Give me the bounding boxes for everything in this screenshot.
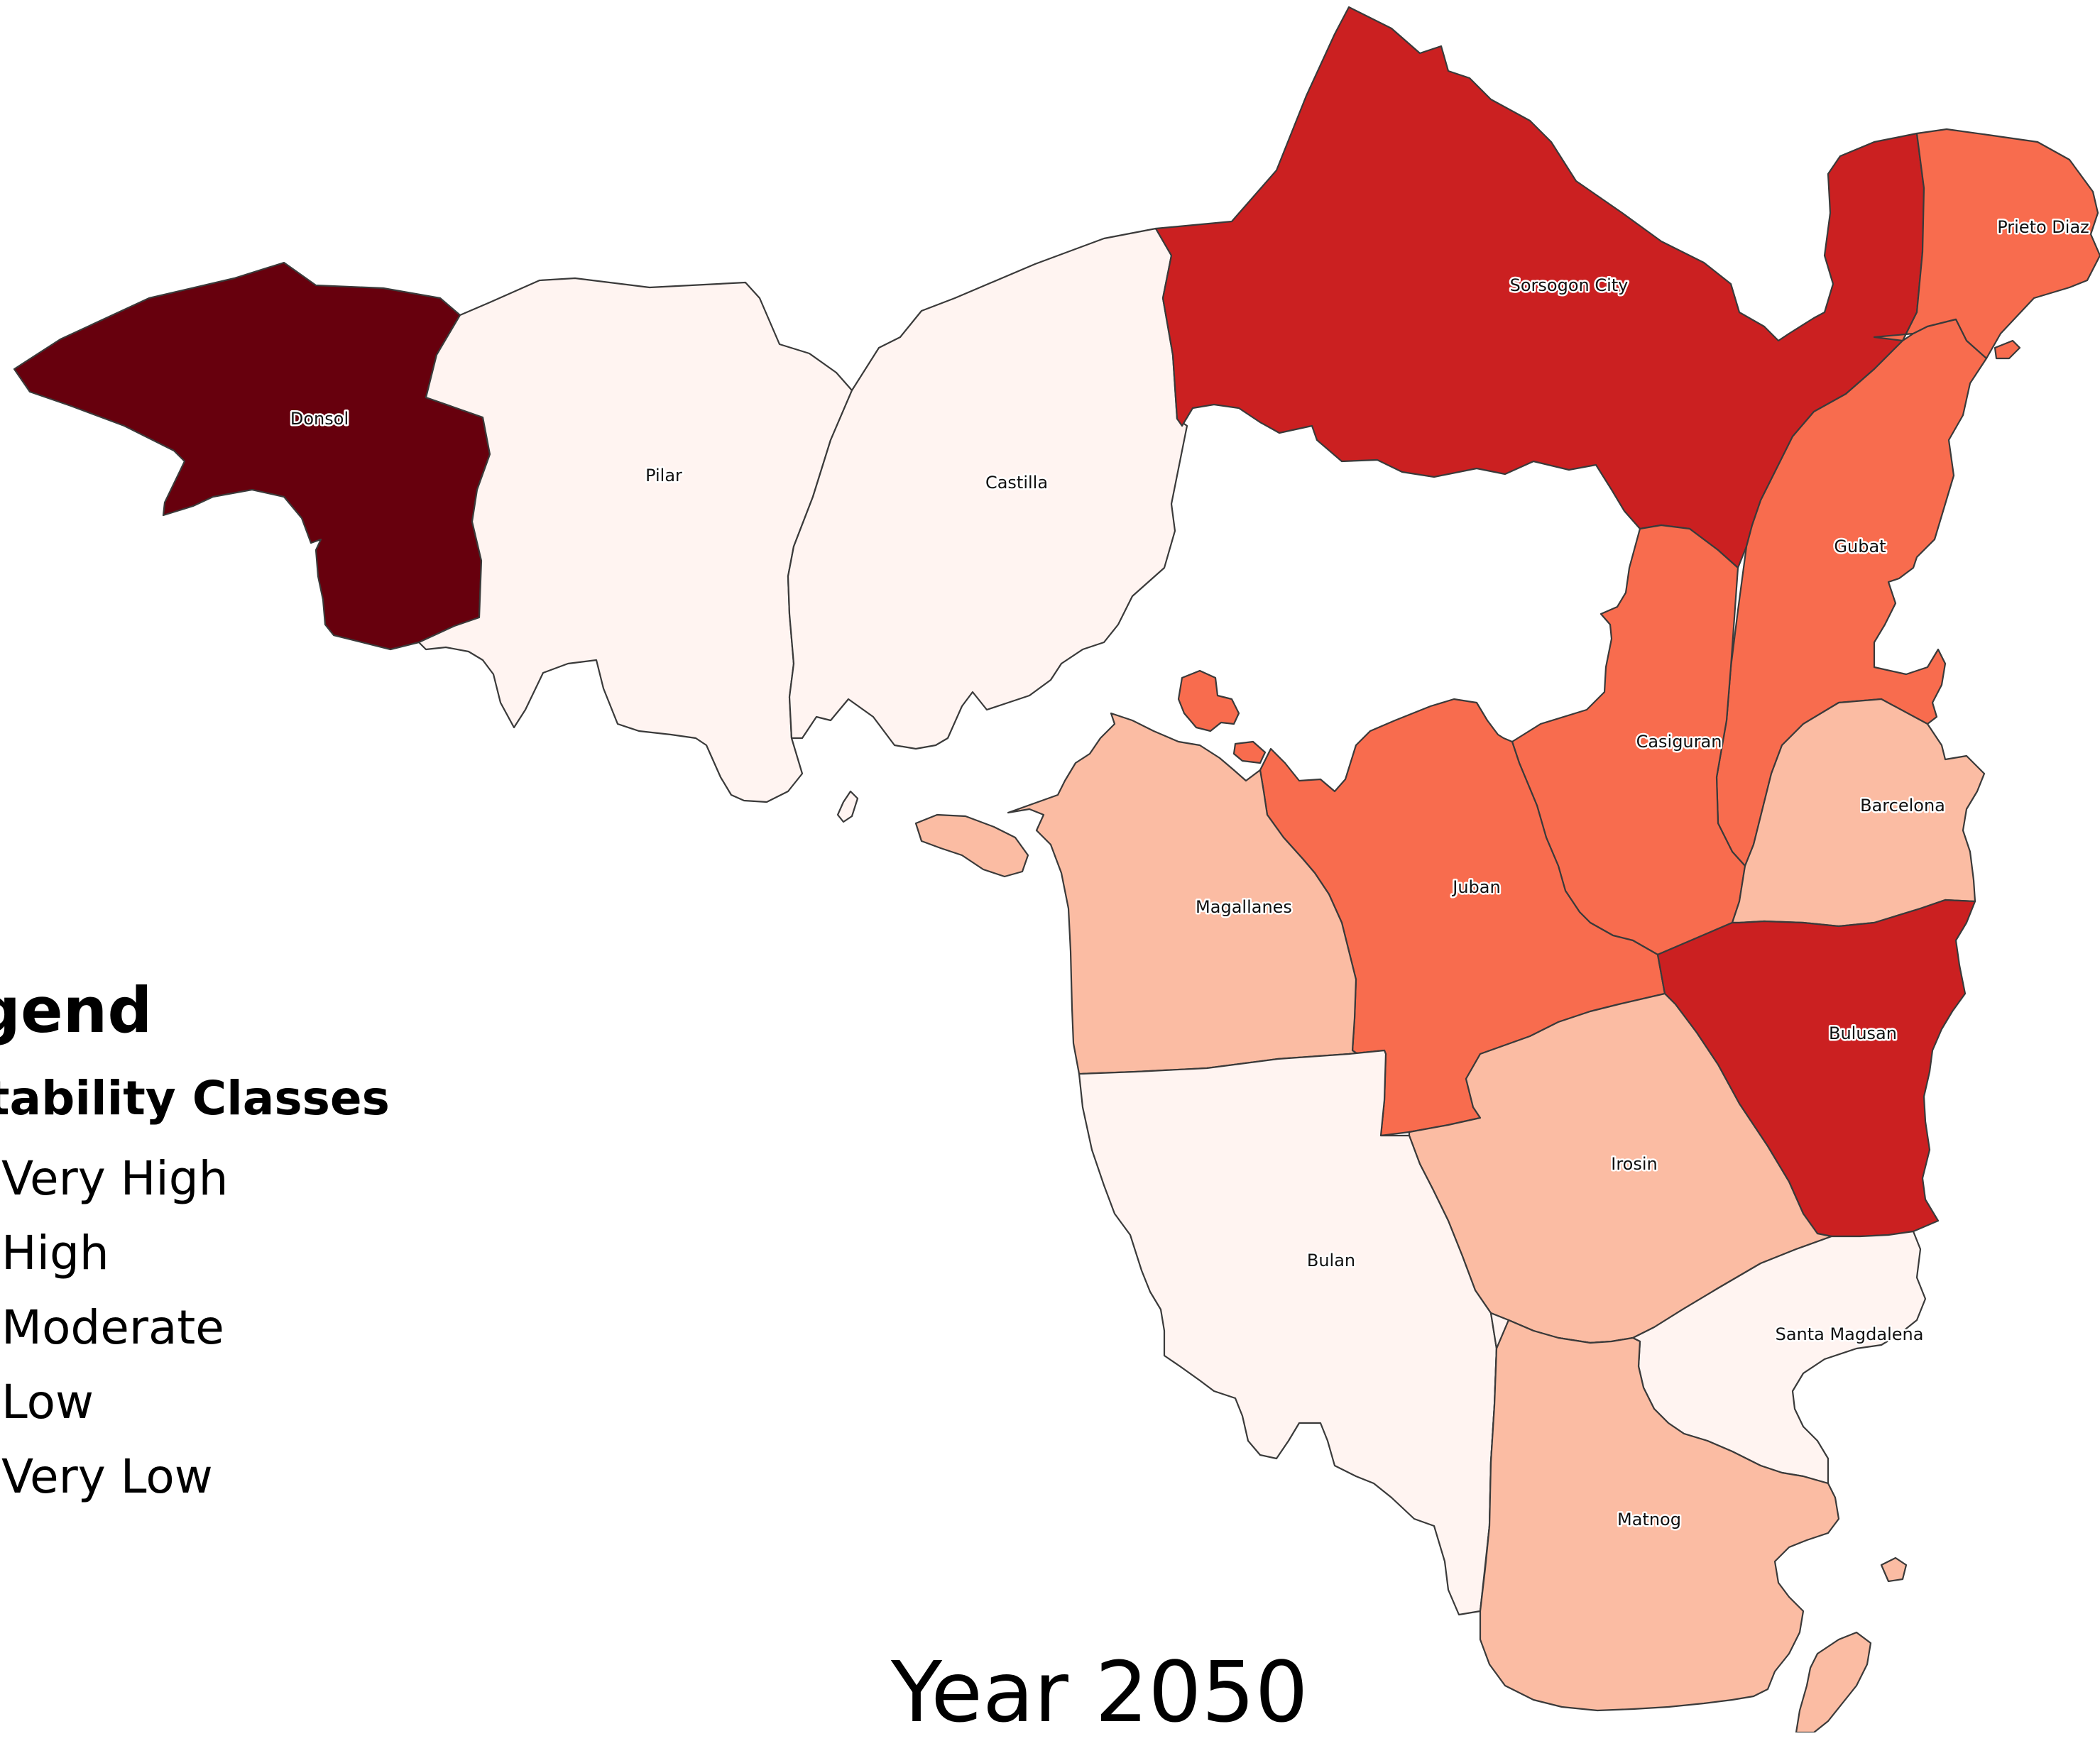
region-magallanes [1007, 712, 1387, 1075]
legend-item-very-high: Very High [1, 1151, 229, 1206]
region-prieto-diaz [1873, 128, 2100, 360]
label-matnog: Matnog [1617, 1510, 1681, 1529]
legend-item-very-low: Very Low [1, 1449, 213, 1504]
label-irosin: Irosin [1611, 1154, 1657, 1174]
island-pilar-verylow [836, 790, 859, 823]
label-bulusan: Bulusan [1829, 1023, 1897, 1043]
island-juban-moderate [1177, 669, 1240, 732]
legend-item-high: High [1, 1226, 109, 1280]
region-matnog [1479, 1319, 1840, 1712]
label-sorsogon-city: Sorsogon City [1510, 275, 1629, 295]
label-donsol: Donsol [290, 409, 349, 429]
label-prieto-diaz: Prieto Diaz [1997, 217, 2089, 237]
label-castilla: Castilla [985, 473, 1048, 493]
island-matnog-low [1880, 1556, 1908, 1583]
island-juban-moderate-2 [1232, 740, 1267, 764]
region-gubat [1715, 318, 1988, 867]
label-barcelona: Barcelona [1860, 796, 1945, 815]
region-donsol [13, 261, 491, 651]
legend-item-moderate: Moderate [1, 1300, 224, 1355]
label-magallanes: Magallanes [1196, 897, 1292, 917]
legend-subtitle: tability Classes [0, 1071, 390, 1126]
island-prieto-moderate [1994, 339, 2021, 360]
legend-item-low: Low [1, 1375, 94, 1429]
island-magallanes-low [914, 813, 1029, 878]
island-matnog-low-2 [1795, 1631, 1872, 1732]
region-pilar [417, 277, 853, 803]
label-santa-magdalena: Santa Magdalena [1776, 1324, 1924, 1344]
label-juban: Juban [1451, 877, 1500, 897]
region-bulan [1078, 1049, 1498, 1616]
label-casiguran: Casiguran [1636, 732, 1722, 752]
label-bulan: Bulan [1307, 1251, 1355, 1270]
label-gubat: Gubat [1834, 537, 1886, 556]
label-pilar: Pilar [645, 466, 682, 485]
map-caption: Year 2050 [891, 1643, 1308, 1741]
